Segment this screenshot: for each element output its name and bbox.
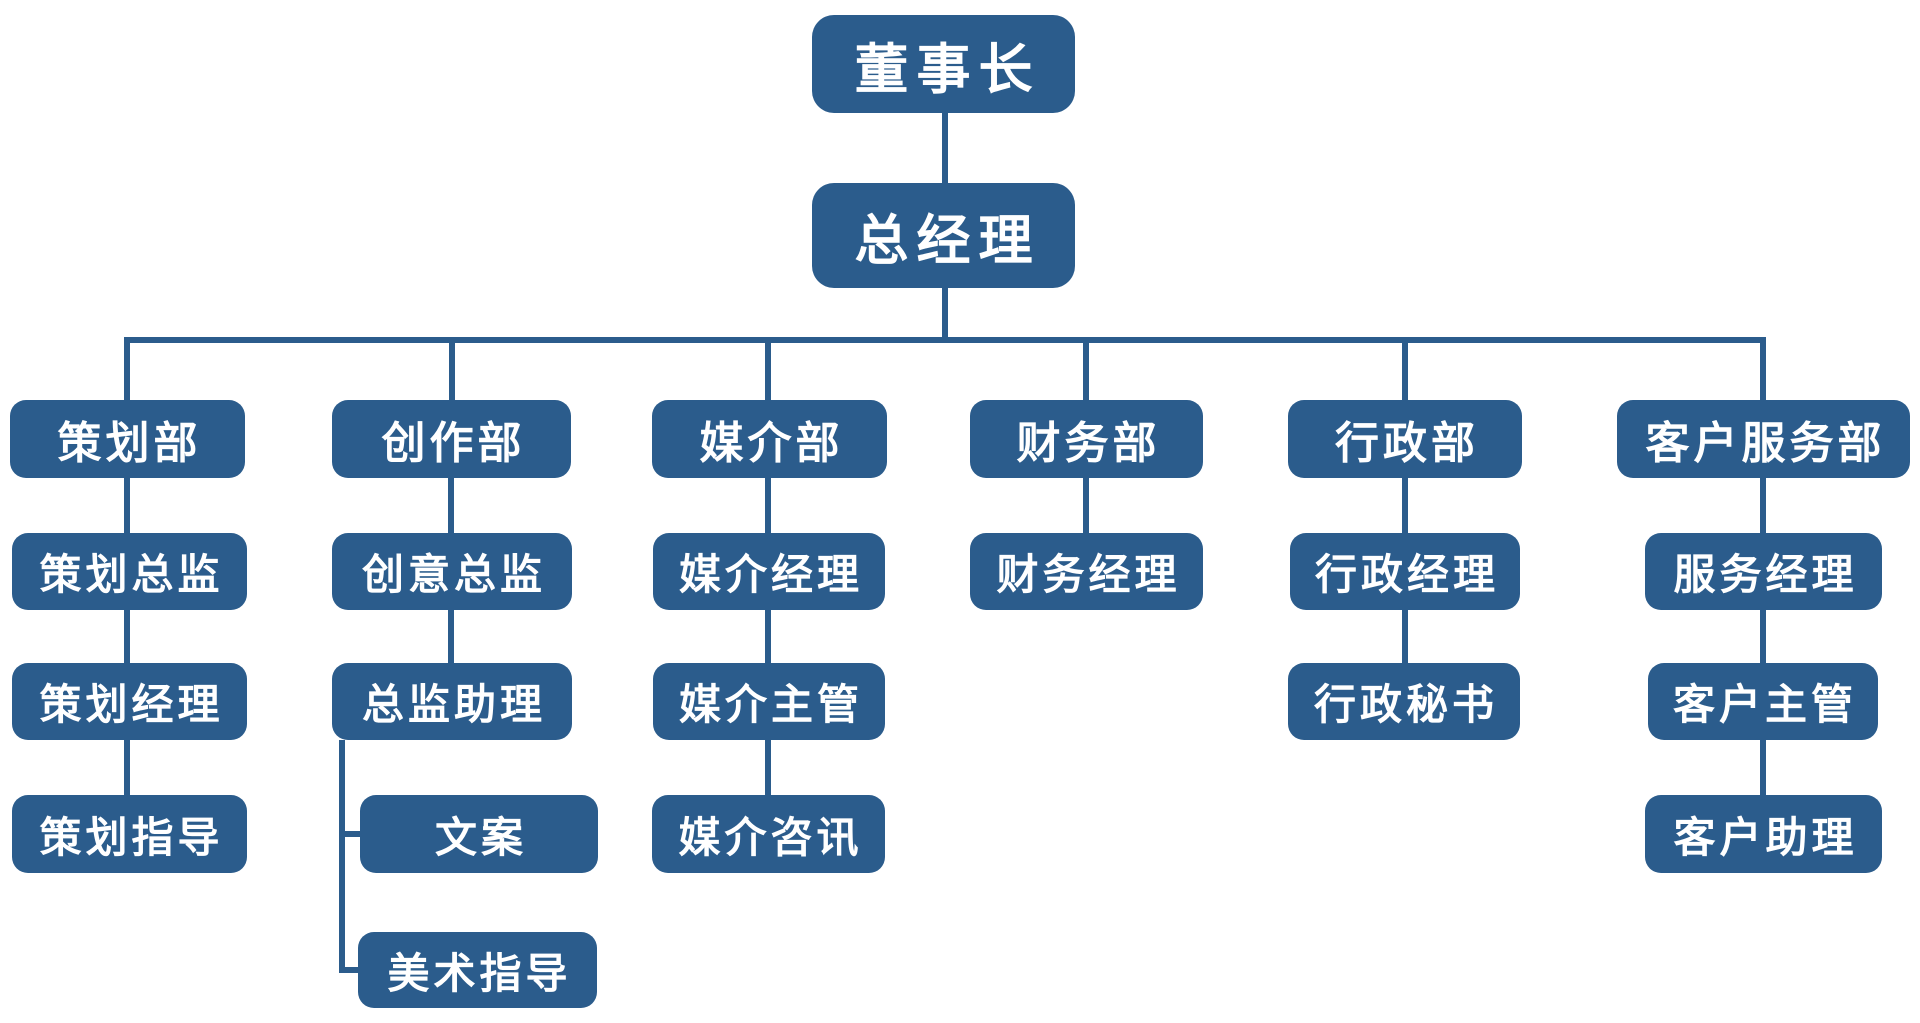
org-node-media-supervisor: 媒介主管 [653,663,885,740]
org-node-chairman: 董事长 [812,15,1075,113]
connector-creative-2 [448,610,454,663]
connector-admin-2 [1402,610,1408,663]
org-node-customer-service-dept: 客户服务部 [1617,400,1910,478]
connector-rail [124,337,1766,343]
connector-media-1 [765,478,771,533]
org-node-art-director: 美术指导 [358,932,597,1008]
org-node-admin-secretary: 行政秘书 [1288,663,1520,740]
connector-media-3 [765,740,771,795]
connector-drop-finance [1083,337,1089,400]
connector-cs-1 [1760,478,1766,533]
org-node-admin-manager: 行政经理 [1290,533,1520,610]
connector-chairman-gm [942,113,948,183]
org-node-planning-director: 策划总监 [12,533,247,610]
org-node-media-consultant: 媒介咨讯 [652,795,885,873]
connector-planning-3 [124,740,130,795]
org-node-creative-director: 创意总监 [332,533,572,610]
org-node-planning-manager: 策划经理 [12,663,247,740]
connector-media-2 [765,610,771,663]
org-node-planning-dept: 策划部 [10,400,245,478]
org-node-director-assistant: 总监助理 [332,663,572,740]
connector-planning-2 [124,610,130,663]
org-node-general-manager: 总经理 [812,183,1075,288]
org-node-finance-manager: 财务经理 [970,533,1203,610]
org-node-finance-dept: 财务部 [970,400,1203,478]
connector-drop-media [765,337,771,400]
connector-creative-stub-copywriter [339,831,360,837]
org-node-planning-supervisor: 策划指导 [12,795,247,873]
org-node-service-manager: 服务经理 [1645,533,1882,610]
connector-cs-3 [1760,740,1766,795]
connector-drop-planning [124,337,130,400]
connector-creative-branch [339,740,345,973]
org-node-account-supervisor: 客户主管 [1648,663,1878,740]
org-node-admin-dept: 行政部 [1288,400,1522,478]
connector-admin-1 [1402,478,1408,533]
org-node-creative-dept: 创作部 [332,400,571,478]
org-node-account-assistant: 客户助理 [1645,795,1882,873]
connector-creative-1 [448,478,454,533]
connector-finance-1 [1083,478,1089,533]
connector-planning-1 [124,478,130,533]
org-node-media-manager: 媒介经理 [653,533,885,610]
connector-creative-stub-art-director [339,967,358,973]
connector-drop-customer-service [1760,337,1766,400]
connector-gm-rail [942,287,948,340]
connector-drop-creative [449,337,455,400]
connector-drop-admin [1402,337,1408,400]
connector-cs-2 [1760,610,1766,663]
org-node-media-dept: 媒介部 [652,400,887,478]
org-node-copywriter: 文案 [360,795,598,873]
